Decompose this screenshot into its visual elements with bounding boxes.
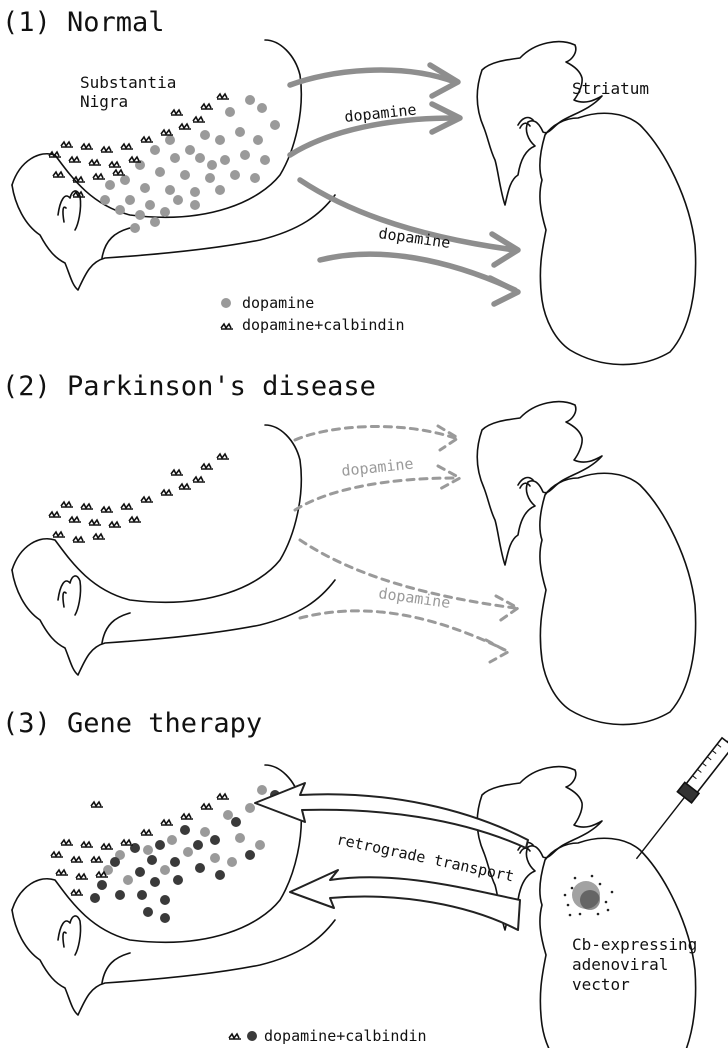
panel-gene-therapy: (3) Gene therapy <box>2 708 728 1048</box>
panel2-title: (2) Parkinson's disease <box>2 371 376 402</box>
substantia-label: Substantia <box>80 73 176 92</box>
vector-label-line1: Cb-expressing <box>572 935 697 954</box>
nigra-label: Nigra <box>80 92 128 111</box>
arrow-label-bottom: dopamine <box>377 224 451 252</box>
legend-panel3: dopamine+calbindin <box>229 1027 427 1045</box>
striatum-outline-2 <box>477 402 695 725</box>
vector-cloud <box>564 875 614 917</box>
legend-calbindin-circle <box>247 1031 257 1041</box>
legend-calbindin-symbol <box>221 324 233 329</box>
legend-dopamine-text: dopamine <box>242 294 314 312</box>
panel1-title: (1) Normal <box>2 7 165 38</box>
legend-panel1: dopamine dopamine+calbindin <box>221 294 405 334</box>
legend-calbindin-text: dopamine+calbindin <box>242 316 405 334</box>
legend-dopamine-symbol <box>221 298 231 308</box>
calbindin-neurons-2 <box>49 454 229 542</box>
syringe-icon <box>629 712 728 865</box>
striatum-label: Striatum <box>572 79 649 98</box>
arrow-label-top-2: dopamine <box>341 455 415 480</box>
substantia-nigra-outline-2 <box>12 425 335 675</box>
legend-panel3-text: dopamine+calbindin <box>264 1027 427 1045</box>
dopamine-neurons <box>100 95 280 233</box>
vector-label-line2: adenoviral <box>572 955 668 974</box>
vector-label-line3: vector <box>572 975 630 994</box>
neurons-3 <box>51 785 280 923</box>
panel-parkinsons: (2) Parkinson's disease dopamine <box>2 371 696 725</box>
panel3-title: (3) Gene therapy <box>2 708 262 739</box>
legend-calbindin-zigzag <box>229 1034 241 1039</box>
arrow-label-bottom-2: dopamine <box>377 584 451 612</box>
panel-normal: (1) Normal Substantia Nigra <box>2 7 696 365</box>
calbindin-neurons <box>49 94 229 197</box>
